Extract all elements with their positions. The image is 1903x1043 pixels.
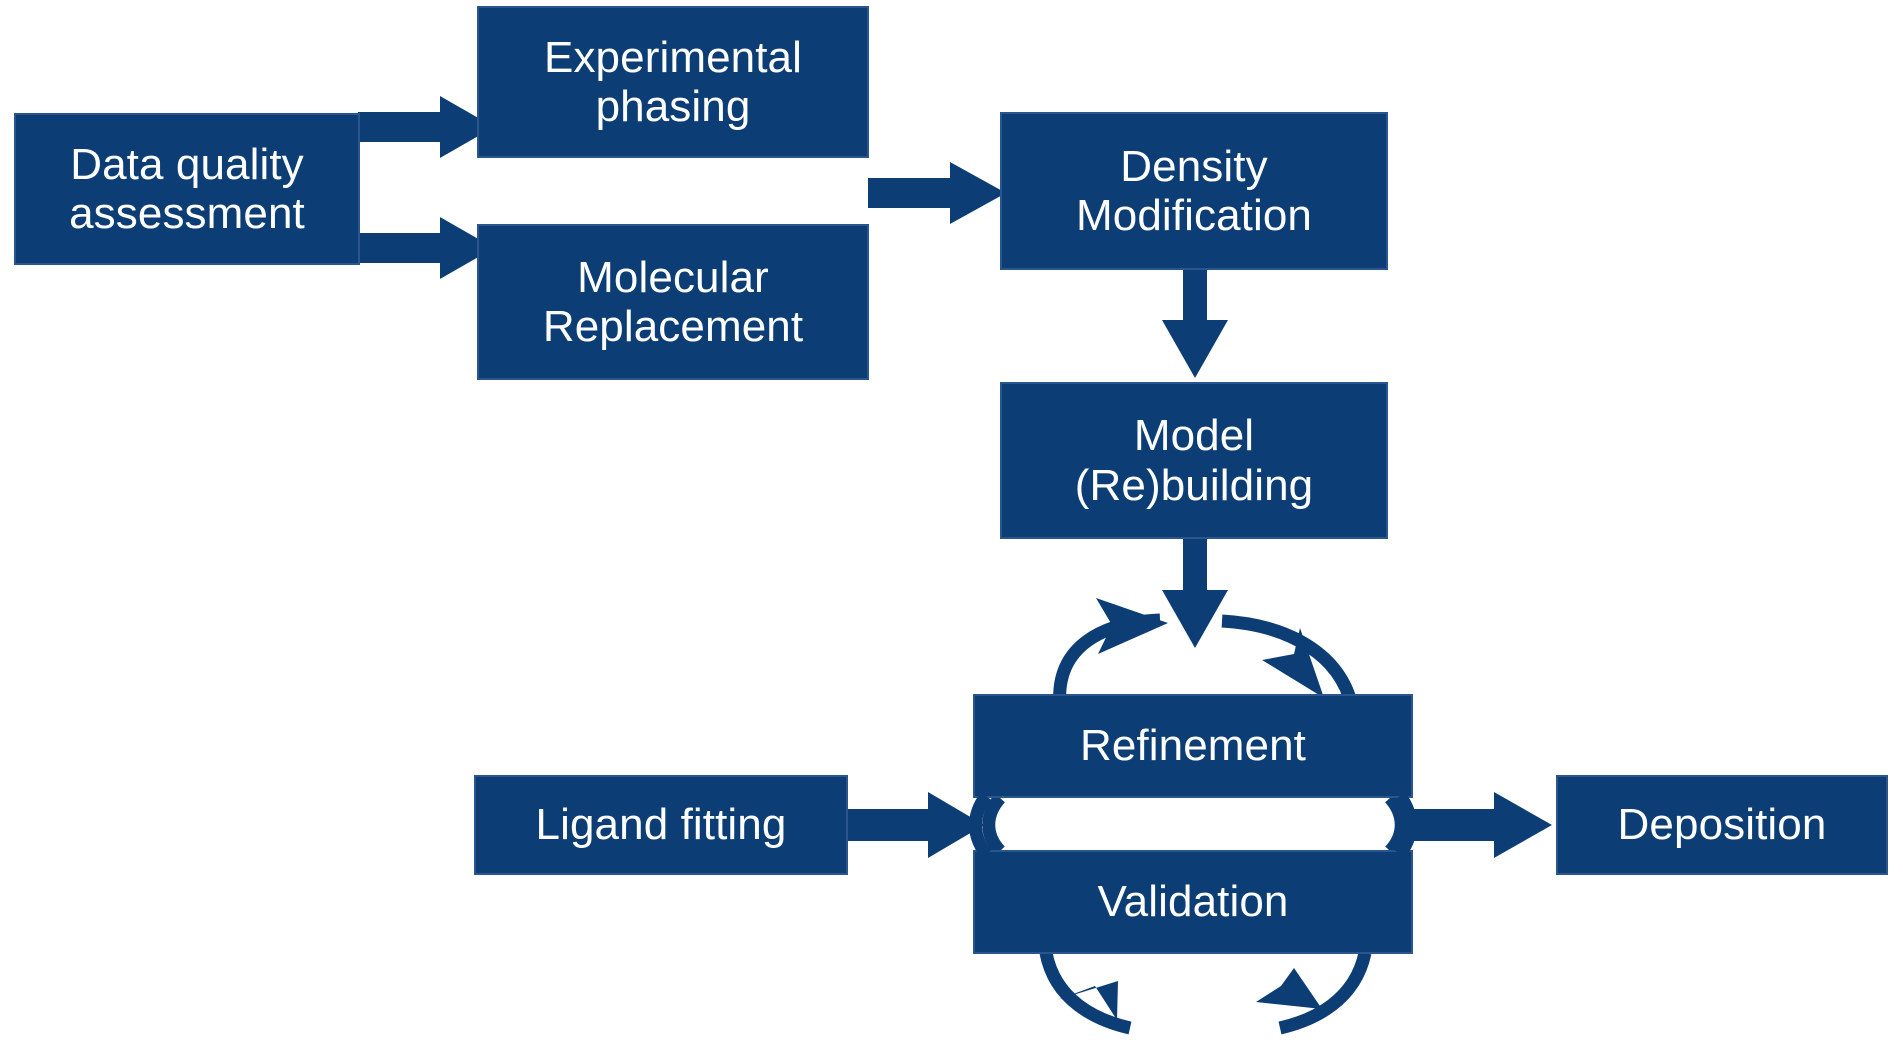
node-data-quality-assessment[interactable]: Data quality assessment [14,113,360,265]
cycle-arc-right-cap [1394,792,1417,858]
node-label: Validation [1097,877,1289,927]
cycle-arc-right [1384,793,1408,856]
arrow-ligand-to-cycle [846,792,984,858]
node-model-rebuilding[interactable]: Model (Re)building [1000,382,1388,539]
arrow-cycle-to-deposition [1410,792,1552,858]
cycle-arc-left [982,793,1006,856]
arrow-density-to-model [1162,268,1228,378]
node-deposition[interactable]: Deposition [1556,775,1888,875]
cycle-arrowhead-top-right [1262,628,1324,698]
node-label: Deposition [1617,800,1827,850]
cycle-arc-bottom-left [1039,951,1132,1035]
node-label: Model (Re)building [1074,411,1314,510]
node-label: Ligand fitting [535,800,787,850]
cycle-arrowhead-top-left [1096,598,1168,654]
node-label: Data quality assessment [69,139,305,238]
node-label: Refinement [1079,721,1306,771]
arrow-model-to-cycle [1162,537,1228,648]
node-experimental-phasing[interactable]: Experimental phasing [477,6,869,158]
cycle-arrowhead-bottom-left [1057,981,1118,1020]
node-label: Density Modification [1076,141,1312,240]
cycle-arc-left-cap [969,792,992,858]
arrow-dq-to-experimental-phasing [358,96,494,158]
node-molecular-replacement[interactable]: Molecular Replacement [477,224,869,380]
arrow-dq-to-molecular-replacement [358,217,494,279]
cycle-arc-bottom-right [1278,951,1372,1035]
cycle-arc-top-left [1053,613,1161,706]
node-validation[interactable]: Validation [973,850,1413,954]
node-label: Molecular Replacement [542,252,804,351]
arrow-phasing-to-density-modification [868,162,1006,224]
node-label: Experimental phasing [544,32,802,131]
node-refinement[interactable]: Refinement [973,694,1413,798]
node-density-modification[interactable]: Density Modification [1000,112,1388,270]
cycle-arrowhead-bottom-right [1256,968,1322,1009]
node-ligand-fitting[interactable]: Ligand fitting [474,775,848,875]
